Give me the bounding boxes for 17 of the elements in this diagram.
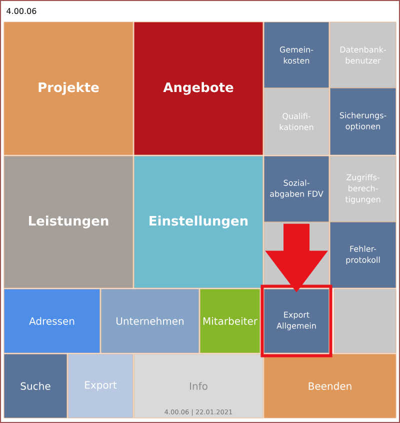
menu-tile: Adressen [4, 288, 100, 354]
menu-tile: Suche [4, 354, 68, 418]
menu-tile: Sicherungs- optionen [330, 88, 396, 156]
menu-tile: Gemein- kosten [264, 22, 330, 88]
window-title: 4.00.06 [6, 8, 36, 14]
menu-tile: Einstellungen [134, 156, 264, 288]
menu-tile: Fehler- protokoll [330, 222, 396, 288]
menu-tile: Beenden [264, 354, 396, 418]
menu-tile: Export [68, 354, 134, 418]
menu-tile: Mitarbeiter [200, 288, 260, 354]
menu-tile: Export Allgemein [264, 288, 330, 354]
menu-tile: Projekte [4, 22, 134, 156]
empty-tile [334, 288, 396, 354]
menu-tile: Leistungen [4, 156, 134, 288]
menu-tile: Sozial- abgaben FDV [264, 156, 330, 222]
menu-tile: Unternehmen [100, 288, 200, 354]
menu-tile: Angebote [134, 22, 264, 156]
